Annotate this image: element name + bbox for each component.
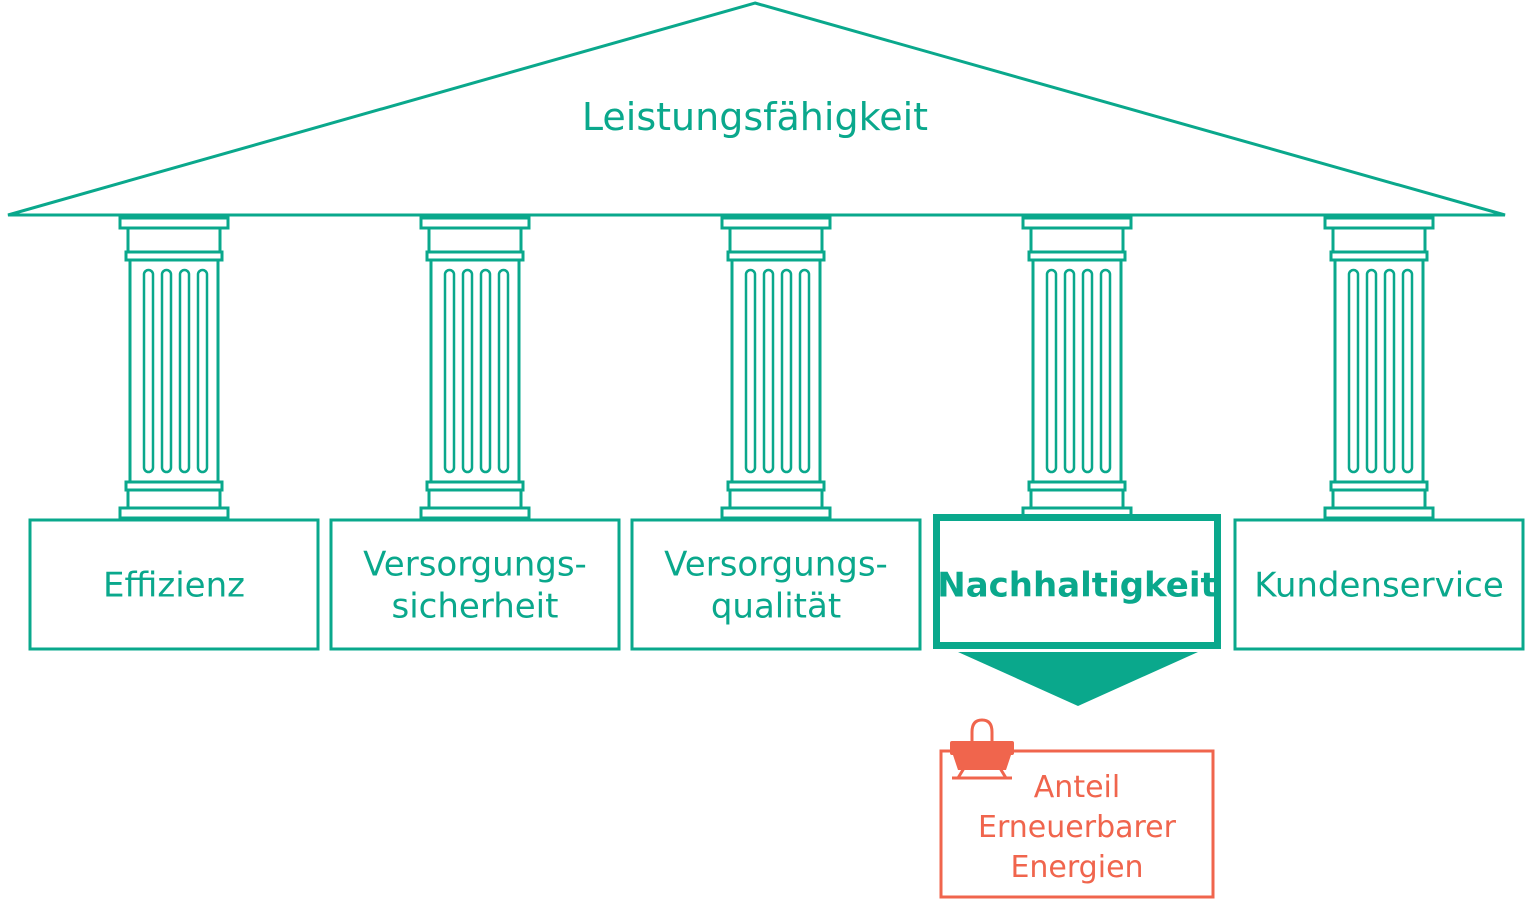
pillar-box-2: Versorgungs-sicherheit <box>329 518 621 651</box>
pillar-box-4: Nachhaltigkeit <box>933 514 1221 649</box>
note-line-2: Erneuerbarer <box>978 810 1177 845</box>
note-line-3: Energien <box>1010 850 1143 885</box>
pillar-boxes: EffizienzVersorgungs-sicherheitVersorgun… <box>28 514 1525 651</box>
pillar-box-1: Effizienz <box>28 518 320 651</box>
note-line-1: Anteil <box>1034 770 1120 805</box>
pillar-label: qualität <box>711 587 841 627</box>
pillar-frame <box>329 518 621 651</box>
pillar-label: Versorgungs- <box>664 545 888 585</box>
note-box <box>939 749 1215 899</box>
pillar-box-5: Kundenservice <box>1233 518 1525 651</box>
pillar-frame <box>1233 518 1525 651</box>
column-4 <box>1021 216 1133 520</box>
column-1 <box>118 216 230 520</box>
pointer-arrow <box>958 652 1198 706</box>
pillar-label: Versorgungs- <box>363 545 587 585</box>
pillar-label: Effizienz <box>103 566 245 606</box>
pillar-frame-active <box>933 514 1221 649</box>
pillar-label: Kundenservice <box>1254 566 1504 606</box>
pillar-label: sicherheit <box>392 587 559 627</box>
column-2 <box>419 216 531 520</box>
roof-shape <box>7 1 1506 217</box>
column-3 <box>720 216 832 520</box>
column-5 <box>1323 216 1435 520</box>
roof: Leistungsfähigkeit <box>7 1 1506 217</box>
paper-clip-icon <box>950 718 1014 780</box>
columns <box>118 216 1435 520</box>
note-card: Anteil Erneuerbarer Energien <box>939 718 1215 899</box>
pillar-box-3: Versorgungs-qualität <box>630 518 922 651</box>
pillar-frame <box>630 518 922 651</box>
pillar-label: Nachhaltigkeit <box>937 566 1216 606</box>
roof-title: Leistungsfähigkeit <box>582 95 928 139</box>
pillar-frame <box>28 518 320 651</box>
